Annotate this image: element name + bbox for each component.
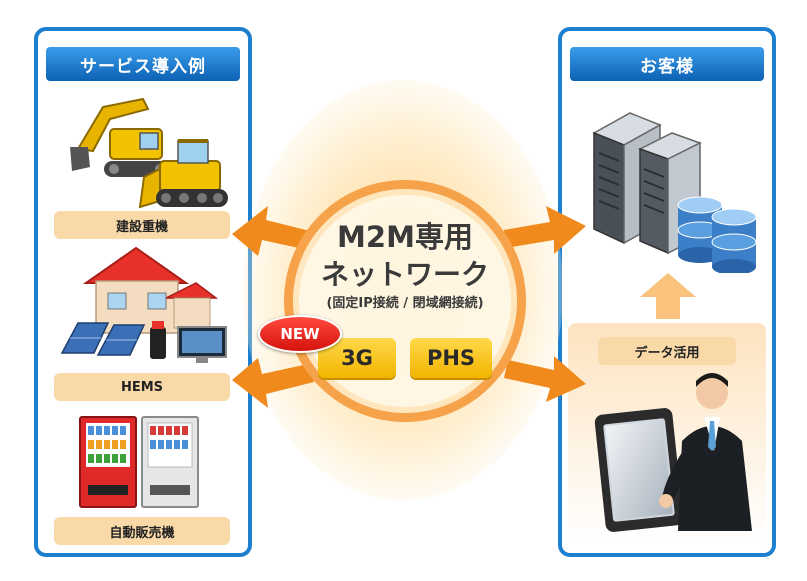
smart-house-icon xyxy=(60,246,227,363)
arrow-to-construction xyxy=(232,206,314,256)
new-badge: NEW xyxy=(258,315,342,353)
service-examples-header: サービス導入例 xyxy=(46,47,240,81)
customer-panel: お客様 データ活用 xyxy=(558,27,776,557)
chip-phs: PHS xyxy=(410,338,492,378)
arrow-to-hems xyxy=(232,358,314,408)
businessman-tablet-icon xyxy=(594,373,752,532)
arrow-to-data-utilization xyxy=(504,356,586,402)
item-label-vending: 自動販売機 xyxy=(54,517,230,545)
construction-machinery-icon xyxy=(70,97,228,209)
server-database-icon xyxy=(592,112,757,273)
service-examples-panel: サービス導入例 建設重機 HEM xyxy=(34,27,252,557)
network-subtitle: (固定IP接続 / 閉域網接続) xyxy=(326,296,484,311)
chip-3g: 3G xyxy=(318,338,396,378)
network-title-line1: M2M専用 xyxy=(337,220,473,254)
vending-machine-icon xyxy=(79,416,199,508)
customer-header: お客様 xyxy=(570,47,764,81)
data-utilization-label: データ活用 xyxy=(598,337,736,365)
network-ring xyxy=(284,180,526,422)
item-label-hems: HEMS xyxy=(54,373,230,401)
up-arrow-icon xyxy=(640,273,696,319)
network-title-line2: ネットワーク xyxy=(320,258,489,291)
item-label-construction: 建設重機 xyxy=(54,211,230,239)
arrow-to-customer xyxy=(504,206,586,254)
